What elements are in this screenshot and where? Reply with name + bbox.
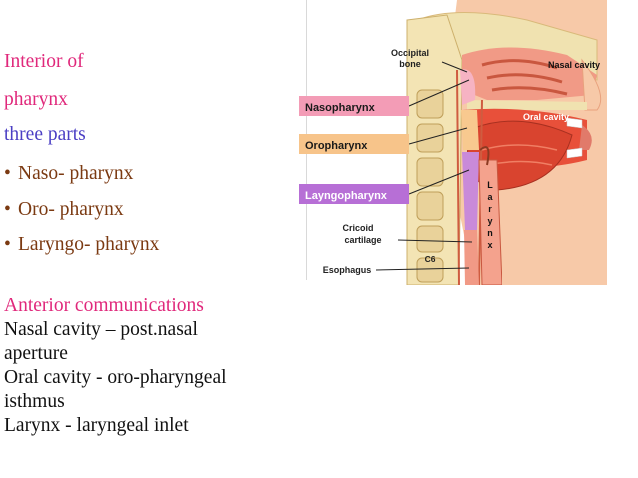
vertebra bbox=[416, 257, 444, 283]
bullet-item: • Naso- pharynx bbox=[4, 162, 133, 186]
c6-label: C6 bbox=[425, 254, 436, 264]
body-line: Oral cavity - oro-pharyngeal bbox=[4, 367, 227, 388]
figure-labels: Occipital bone Nasal cavity Oral cavity … bbox=[323, 48, 600, 275]
subtitle-three-parts: three parts bbox=[4, 124, 86, 145]
nasopharynx-label-box bbox=[299, 96, 409, 116]
cricoid-label-1: Cricoid bbox=[342, 223, 373, 233]
title-line-1: Interior of bbox=[4, 51, 84, 72]
oral-cavity-label: Oral cavity bbox=[523, 112, 569, 122]
laryngopharynx-label-box bbox=[299, 184, 409, 204]
hard-palate bbox=[467, 100, 587, 110]
leader-lines bbox=[375, 61, 473, 271]
anterior-communications-heading: Anterior communications bbox=[4, 295, 204, 316]
nasopharynx-region bbox=[460, 69, 476, 105]
larynx-column bbox=[478, 159, 503, 285]
esophagus-tube bbox=[464, 230, 479, 285]
larynx-letter: n bbox=[487, 228, 493, 238]
lips bbox=[579, 125, 592, 150]
epiglottis bbox=[479, 146, 490, 166]
bullet-dot-icon: • bbox=[4, 163, 11, 184]
nasopharynx-leader bbox=[408, 79, 470, 107]
larynx-letter: y bbox=[487, 216, 492, 226]
pharynx-anatomy-figure: Occipital bone Nasal cavity Oral cavity … bbox=[299, 0, 607, 285]
laryngopharynx-leader bbox=[408, 169, 470, 195]
teeth bbox=[566, 117, 583, 159]
bullet-item: • Oro- pharynx bbox=[4, 198, 124, 222]
nasal-conchae bbox=[481, 59, 568, 96]
vertebra bbox=[416, 89, 444, 119]
vertebra bbox=[416, 191, 444, 221]
bullet-dot-icon: • bbox=[4, 199, 11, 220]
bullet-text: Oro- pharynx bbox=[18, 199, 124, 220]
body-line: aperture bbox=[4, 343, 68, 364]
body-line: Nasal cavity – post.nasal bbox=[4, 319, 198, 340]
oropharynx-region bbox=[461, 110, 479, 150]
larynx-letter: x bbox=[487, 240, 492, 250]
larynx-letter: r bbox=[488, 204, 492, 214]
cricoid-leader bbox=[397, 239, 473, 243]
vertebra bbox=[416, 225, 444, 253]
larynx-letter: L bbox=[487, 180, 493, 190]
body-line: isthmus bbox=[4, 391, 65, 412]
cricoid-label-2: cartilage bbox=[344, 235, 381, 245]
neck-front bbox=[502, 215, 523, 285]
bullet-dot-icon: • bbox=[4, 234, 11, 255]
larynx-letter: a bbox=[487, 192, 493, 202]
oropharynx-label-box bbox=[299, 134, 409, 154]
oropharynx-leader bbox=[408, 127, 468, 145]
occipital-label-1: Occipital bbox=[391, 48, 429, 58]
larynx-vertical-label: L a r y n x bbox=[487, 180, 493, 250]
oropharynx-label: Oropharynx bbox=[305, 140, 368, 152]
bullet-item: • Laryngo- pharynx bbox=[4, 233, 159, 257]
esophagus-leader bbox=[375, 267, 470, 271]
body-line: Larynx - laryngeal inlet bbox=[4, 415, 189, 436]
nasopharynx-label: Nasopharynx bbox=[305, 102, 376, 114]
nasal-cavity-label: Nasal cavity bbox=[548, 60, 600, 70]
occipital-leader bbox=[441, 61, 468, 73]
chin bbox=[502, 160, 597, 225]
esophagus-label: Esophagus bbox=[323, 265, 372, 275]
bullet-text: Laryngo- pharynx bbox=[18, 234, 160, 255]
occipital-label-2: bone bbox=[399, 59, 421, 69]
laryngopharynx-label: Layngopharynx bbox=[305, 190, 388, 202]
nose bbox=[581, 58, 602, 111]
title-line-2: pharynx bbox=[4, 89, 68, 110]
bullet-text: Naso- pharynx bbox=[18, 163, 134, 184]
